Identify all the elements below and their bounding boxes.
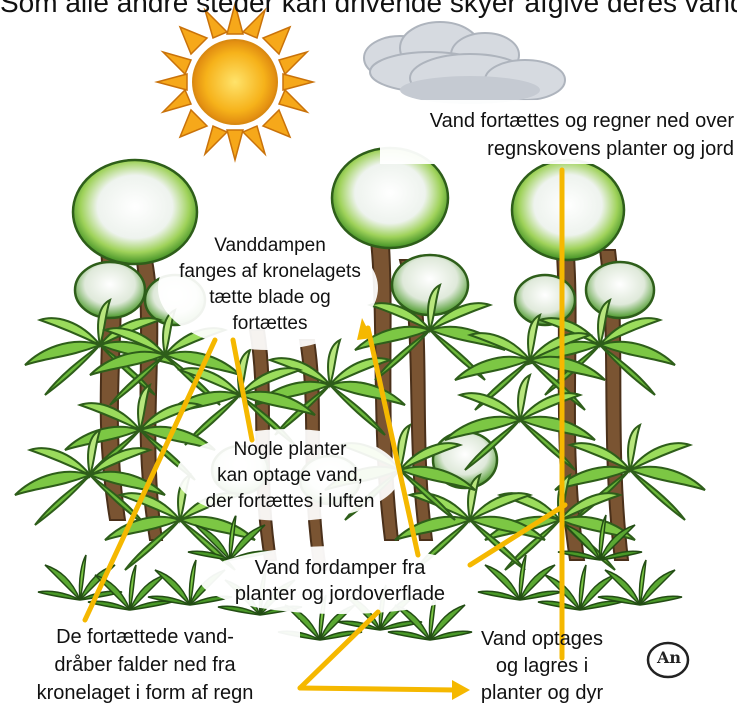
cloud-icon <box>364 22 565 104</box>
label-plants-absorb: Nogle planter kan optage vand, der fortæ… <box>185 437 395 515</box>
label-evaporation: Vand fordamper fra planter og jordoverfl… <box>205 555 475 607</box>
label-rain-over: Vand fortættes og regner ned over regnsk… <box>390 107 734 163</box>
label-vapour-captured: Vanddampen fanges af kronelagets tætte b… <box>165 233 375 337</box>
sun-icon <box>157 4 313 160</box>
label-droplets-fall: De fortættede vand- dråber falder ned fr… <box>10 623 280 707</box>
top-caption: Som alle andre steder kan drivende skyer… <box>0 0 737 20</box>
signature-text: An <box>657 648 681 667</box>
label-stored: Vand optages og lagres i planter og dyr <box>462 626 622 707</box>
